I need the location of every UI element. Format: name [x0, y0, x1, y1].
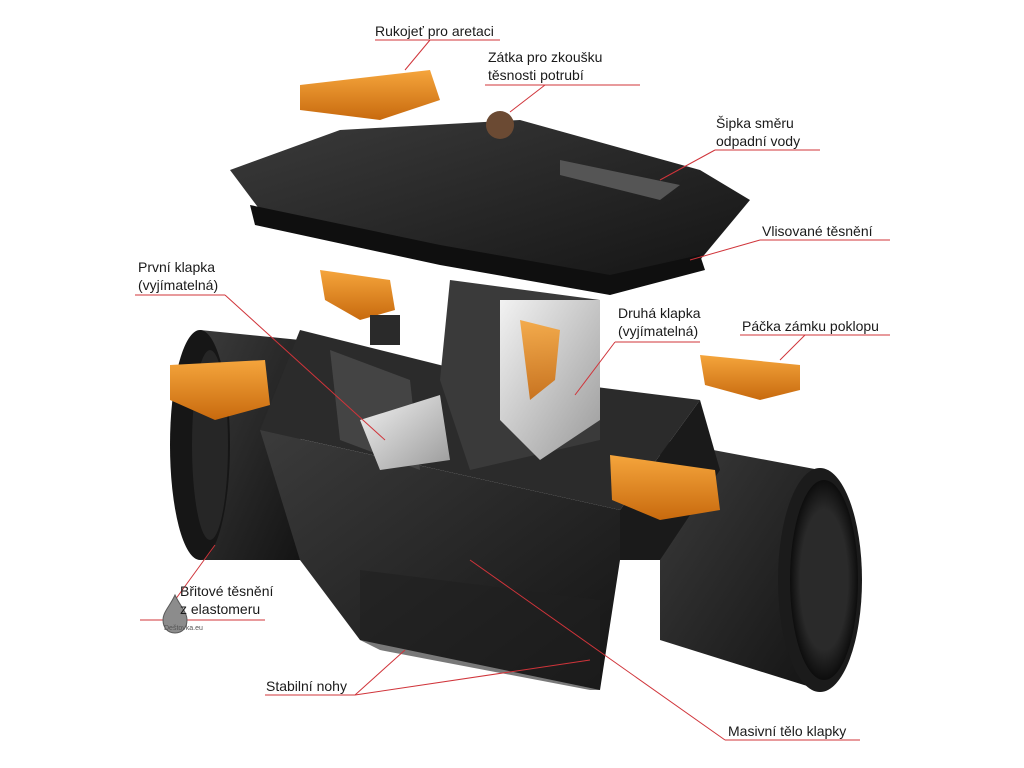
first-flap: [320, 270, 450, 470]
leader-lines: [135, 39, 890, 741]
label-flow-arrow: Šipka směru odpadní vody: [716, 115, 801, 149]
label-handle-lock: Rukojeť pro aretaci: [375, 23, 494, 39]
levers: [170, 355, 800, 520]
label-test-plug: Zátka pro zkoušku těsnosti potrubí: [488, 49, 603, 83]
label-stable-legs: Stabilní nohy: [266, 678, 347, 694]
label-first-flap: První klapka (vyjímatelná): [138, 259, 219, 293]
label-lip-seal: Břitové těsnění z elastomeru: [180, 583, 274, 617]
label-cover-lever: Páčka zámku poklopu: [742, 318, 879, 334]
valve-cover: [230, 70, 750, 295]
label-second-flap: Druhá klapka (vyjímatelná): [618, 305, 701, 339]
watermark: Deštovka.eu: [164, 625, 203, 632]
label-body: Masivní tělo klapky: [728, 723, 847, 739]
second-flap: [440, 280, 600, 470]
label-molded-seal: Vlisované těsnění: [762, 223, 873, 239]
drop-icon: [162, 593, 188, 634]
